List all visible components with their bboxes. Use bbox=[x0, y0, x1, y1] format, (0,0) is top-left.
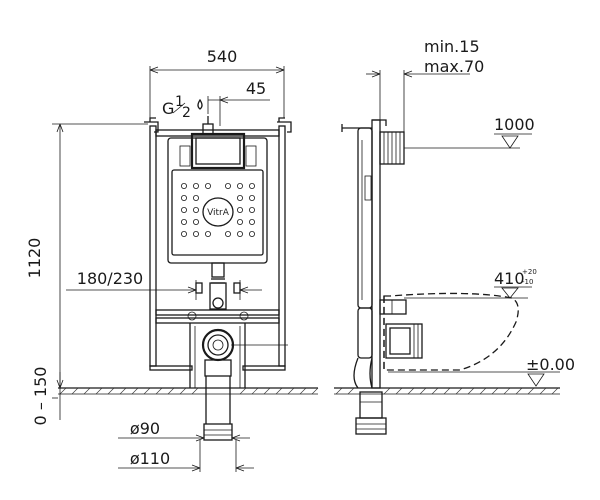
tank-dot bbox=[192, 182, 199, 189]
tank-dot bbox=[192, 194, 199, 201]
pipe-label-den: 2 bbox=[182, 105, 191, 121]
depth-max-label: max.70 bbox=[424, 57, 484, 76]
dim-dia-small: ø90 bbox=[118, 419, 250, 442]
tank-dot bbox=[180, 206, 187, 213]
tank-dot bbox=[180, 182, 187, 189]
depth-min-label: min.15 bbox=[424, 37, 480, 56]
tank-dot bbox=[192, 206, 199, 213]
tank-dot bbox=[236, 206, 243, 213]
pipe-label-num: 1 bbox=[175, 94, 184, 110]
dim-offset: 45 bbox=[208, 79, 270, 126]
tank-dot bbox=[236, 194, 243, 201]
height-label: 1120 bbox=[25, 238, 44, 279]
leg-height-label: 0 – 150 bbox=[31, 367, 50, 426]
dim-height: 1120 bbox=[25, 123, 148, 389]
pipe-thread-label: G 1 2 bbox=[162, 94, 209, 121]
level-mid-tol-plus: +20 bbox=[522, 268, 537, 276]
level-triangle-icon bbox=[501, 135, 519, 149]
tank-dot bbox=[180, 194, 187, 201]
tank-dot bbox=[224, 230, 231, 237]
dia-large-label: ø110 bbox=[130, 449, 170, 468]
tank-dot bbox=[224, 182, 231, 189]
tank-dot bbox=[236, 182, 243, 189]
tank-dot bbox=[192, 230, 199, 237]
front-view: VitrA bbox=[25, 47, 319, 472]
level-top: 1000 bbox=[494, 115, 535, 149]
tank-dot bbox=[180, 230, 187, 237]
level-triangle-icon bbox=[527, 373, 545, 387]
tank-dot bbox=[248, 218, 255, 225]
tank-dot bbox=[204, 230, 211, 237]
tank-dot bbox=[236, 230, 243, 237]
frame-posts bbox=[144, 117, 292, 388]
dim-spacing: 180/230 bbox=[66, 269, 262, 300]
tank-dot bbox=[192, 218, 199, 225]
dim-leg-height: 0 – 150 bbox=[31, 367, 61, 426]
tank-dot bbox=[204, 182, 211, 189]
level-floor: ±0.00 bbox=[526, 355, 575, 387]
level-floor-label: ±0.00 bbox=[526, 355, 575, 374]
dim-dia-large: ø110 bbox=[118, 440, 254, 472]
side-view: min.15 max.70 1000 410 +20 -10 ±0.00 bbox=[334, 37, 575, 435]
flush-pipe bbox=[187, 262, 249, 441]
tank-dot bbox=[248, 230, 255, 237]
toilet-bowl-outline bbox=[383, 292, 519, 371]
dim-width: 540 bbox=[149, 47, 285, 118]
side-waste bbox=[379, 299, 423, 359]
water-drop-icon bbox=[197, 98, 203, 110]
level-mid: 410 +20 -10 bbox=[494, 268, 537, 299]
cistern-tank bbox=[167, 116, 268, 264]
tank-dot bbox=[248, 206, 255, 213]
tank-dot bbox=[248, 182, 255, 189]
side-floor bbox=[334, 387, 560, 395]
brand-logo: VitrA bbox=[202, 197, 234, 227]
tank-dot bbox=[248, 194, 255, 201]
spacing-label: 180/230 bbox=[77, 269, 143, 288]
level-mid-tol-minus: -10 bbox=[522, 278, 533, 286]
brand-logo-text: VitrA bbox=[207, 208, 230, 218]
dim-depth: min.15 max.70 bbox=[366, 37, 484, 132]
dia-small-label: ø90 bbox=[130, 419, 160, 438]
side-frame bbox=[341, 119, 387, 435]
offset-label: 45 bbox=[246, 79, 266, 98]
pipe-label-main: G bbox=[162, 99, 174, 118]
side-inlet bbox=[379, 131, 405, 165]
level-mid-label: 410 bbox=[494, 269, 525, 288]
tank-dot-pattern bbox=[180, 182, 255, 237]
level-top-label: 1000 bbox=[494, 115, 535, 134]
level-triangle-icon bbox=[501, 287, 519, 299]
width-label: 540 bbox=[207, 47, 238, 66]
front-floor bbox=[58, 387, 319, 395]
tank-dot bbox=[236, 218, 243, 225]
tank-dot bbox=[180, 218, 187, 225]
